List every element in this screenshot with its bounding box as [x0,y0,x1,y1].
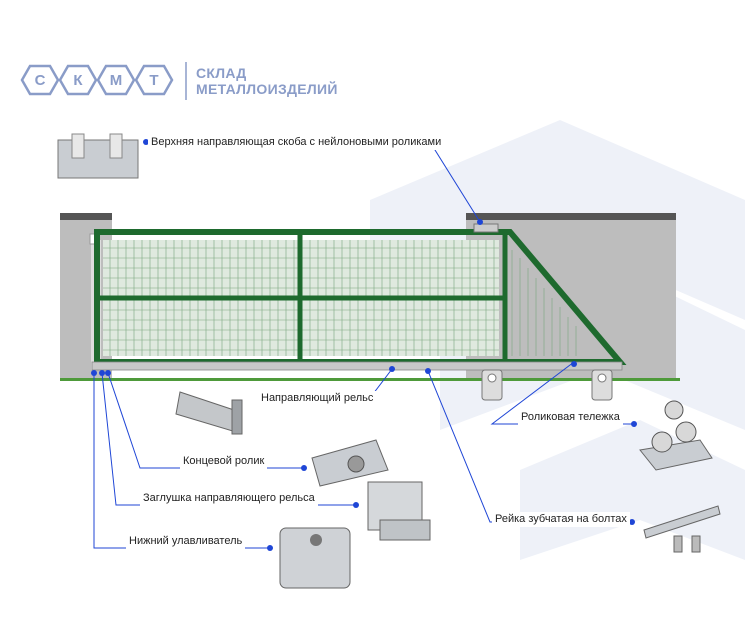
gear-rack-image [643,505,721,553]
label-roller-carriage: Роликовая тележка [518,410,623,425]
top-bracket-on-wall [473,223,499,233]
right-wall-cap [466,213,676,220]
gate-leaf [94,229,627,365]
ground-line [60,378,680,381]
roller-carriage-image [639,400,713,471]
gate-mesh-right [511,250,577,356]
guide-rail [91,361,623,371]
logo [20,62,187,100]
logo-line-2: МЕТАЛЛОИЗДЕЛИЙ [196,81,338,97]
label-gear-rack: Рейка зубчатая на болтах [492,512,630,527]
logo-letter-4: Т [149,72,159,89]
label-guide-rail: Направляющий рельс [258,391,377,406]
bottom-catcher-image [279,527,351,589]
rail-image [175,391,243,435]
roller-carriages [481,369,613,401]
logo-letter-3: М [109,72,123,89]
end-roller-image [311,439,389,487]
logo-letter-2: К [73,72,83,89]
callout-dots [91,139,637,551]
rail-cap-image [367,481,431,541]
logo-line-1: СКЛАД [196,65,247,81]
label-rail-cap: Заглушка направляющего рельса [140,491,318,506]
label-end-roller: Концевой ролик [180,454,268,469]
label-top-bracket: Верхняя направляющая скоба с нейлоновыми… [148,135,445,150]
top-bracket-image [57,133,139,179]
label-bottom-catcher: Нижний улавливатель [126,534,246,549]
logo-letter-1: С [34,72,46,89]
left-pillar-cap [60,213,112,220]
logo-hexagons [20,64,174,96]
